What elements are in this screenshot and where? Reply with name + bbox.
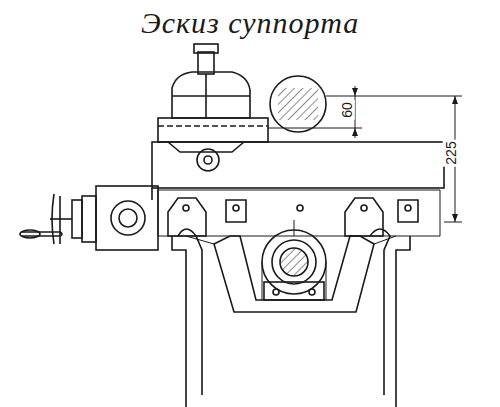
dimension-value: 225	[443, 139, 459, 166]
dimension-value: 60	[339, 100, 355, 120]
sketch-title: Эскиз суппорта	[141, 6, 359, 40]
